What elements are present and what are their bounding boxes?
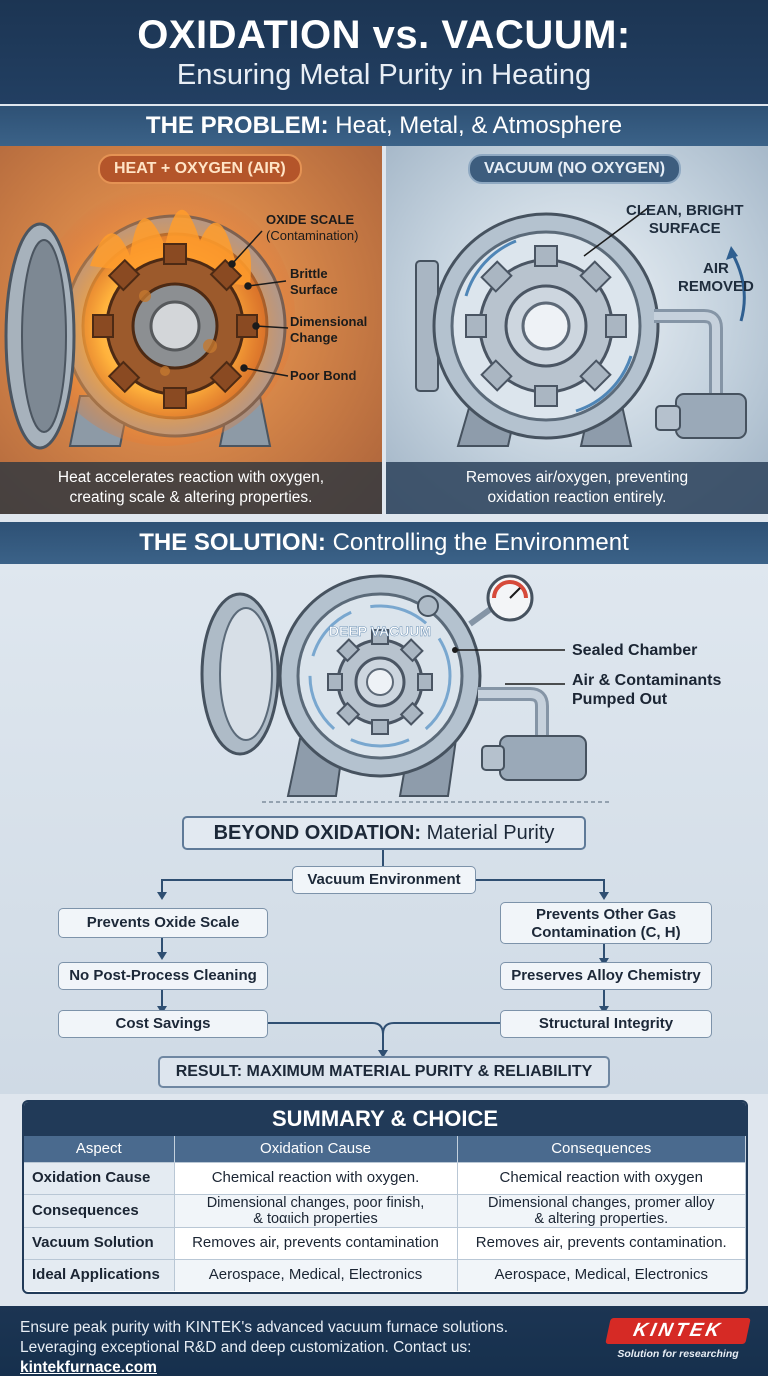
cost-savings-node: Cost Savings: [58, 1010, 268, 1038]
footer: Ensure peak purity with KINTEK's advance…: [0, 1306, 768, 1376]
result-node: RESULT: MAXIMUM MATERIAL PURITY & RELIAB…: [158, 1056, 610, 1088]
table-cell: Chemical reaction with oxygen: [457, 1161, 746, 1194]
table-cell: Oxidation Cause: [24, 1161, 175, 1194]
vacuum-caption: Removes air/oxygen, preventing oxidation…: [386, 462, 768, 514]
table-cell: Vacuum Solution: [24, 1226, 175, 1259]
website-link[interactable]: kintekfurnace.com: [20, 1359, 157, 1376]
sealed-chamber-label: Sealed Chamber: [572, 642, 698, 659]
no-cleaning-node: No Post-Process Cleaning: [58, 962, 268, 990]
preserves-alloy-node: Preserves Alloy Chemistry: [500, 962, 712, 990]
table-cell: Removes air, prevents contamination.: [457, 1226, 746, 1259]
airflow-arrow: [464, 239, 517, 297]
airflow-arrow: [575, 355, 633, 413]
table-row: Vacuum Solution Removes air, prevents co…: [24, 1226, 746, 1259]
solution-band-bold: THE SOLUTION:: [139, 529, 326, 556]
callout-line: [583, 207, 649, 257]
table-cell: Removes air, prevents contamination: [174, 1226, 458, 1259]
pump-pipe: [478, 687, 549, 736]
vacuum-environment-node: Vacuum Environment: [292, 866, 476, 894]
solution-illustration: DEEP VACUUM: [157, 574, 610, 1058]
chamber-gear-icon: [327, 629, 433, 735]
table-cell: Dimensional changes, poor finish, & toαι…: [174, 1193, 458, 1227]
table-cell: Chemical reaction with oxygen.: [174, 1161, 458, 1194]
table-cell: Aerospace, Medical, Electronics: [174, 1258, 458, 1291]
beyond-oxidation-title: BEYOND OXIDATION: Material Purity: [182, 816, 586, 850]
vacuum-swirl: [308, 604, 452, 748]
vacuum-pill: VACUUM (NO OXYGEN): [468, 154, 682, 184]
vacuum-panel: VACUUM (NO OXYGEN) CLEAN, BRIGHT SURFACE…: [386, 146, 768, 514]
brittle-surface-label: Brittle Surface: [290, 266, 338, 297]
table-cell: Ideal Applications: [24, 1258, 175, 1291]
table-cell: Consequences: [24, 1193, 175, 1227]
oxidation-panel: HEAT + OXYGEN (AIR) OXIDE SCALE(Contamin…: [0, 146, 382, 514]
header: OXIDATION vs. VACUUM: Ensuring Metal Pur…: [0, 0, 768, 104]
clean-gear-icon: [465, 245, 627, 407]
solution-band: THE SOLUTION: Controlling the Environmen…: [0, 522, 768, 564]
prevents-oxide-node: Prevents Oxide Scale: [58, 908, 268, 938]
logo-tagline: Solution for researching: [617, 1348, 739, 1360]
page-subtitle: Ensuring Metal Purity in Heating: [176, 59, 592, 91]
flow-connectors: [161, 850, 605, 1052]
problem-band: THE PROBLEM: Heat, Metal, & Atmosphere: [0, 106, 768, 146]
problem-band-bold: THE PROBLEM:: [145, 112, 329, 139]
vacuum-illustration: [415, 207, 747, 447]
col-header: Consequences: [457, 1136, 746, 1162]
structural-integrity-node: Structural Integrity: [500, 1010, 712, 1038]
oxide-scale-label: OXIDE SCALE(Contamination): [266, 212, 359, 243]
clean-surface-label: CLEAN, BRIGHT SURFACE: [626, 202, 744, 237]
solution-band-light: Controlling the Environment: [325, 529, 629, 556]
footer-text: Ensure peak purity with KINTEK's advance…: [20, 1319, 509, 1376]
heat-oxygen-pill: HEAT + OXYGEN (AIR): [98, 154, 302, 184]
page-title: OXIDATION vs. VACUUM:: [137, 13, 631, 57]
summary-table-card: SUMMARY & CHOICE Aspect Oxidation Cause …: [22, 1100, 748, 1294]
dimensional-change-label: Dimensional Change: [290, 314, 368, 345]
pumped-out-label: Air & Contaminants Pumped Out: [572, 672, 722, 708]
summary-title: SUMMARY & CHOICE: [24, 1102, 746, 1136]
vacuum-pump: [499, 735, 587, 781]
valve-icon: [417, 595, 439, 617]
oxidation-illustration: [4, 186, 295, 450]
air-removed-arrow: [729, 250, 746, 322]
prevents-gas-node: Prevents Other Gas Contamination (C, H): [500, 902, 712, 944]
table-cell: Dimensional changes, promer alloy & alte…: [457, 1193, 746, 1227]
table-cell: Aerospace, Medical, Electronics: [457, 1258, 746, 1291]
vacuum-pump: [675, 393, 747, 439]
kintek-logo: KINTEK: [605, 1318, 751, 1344]
air-removed-label: AIR REMOVED: [678, 260, 754, 295]
col-header: Aspect: [24, 1136, 175, 1162]
problem-band-light: Heat, Metal, & Atmosphere: [328, 112, 623, 139]
vacuum-pipe: [654, 309, 723, 396]
table-row: Oxidation Cause Chemical reaction with o…: [24, 1161, 746, 1194]
poor-bond-label: Poor Bond: [290, 368, 357, 383]
oxidation-caption: Heat accelerates reaction with oxygen, c…: [0, 462, 382, 514]
table-row: Consequences Dimensional changes, poor f…: [24, 1193, 746, 1227]
col-header: Oxidation Cause: [174, 1136, 458, 1162]
summary-table: Aspect Oxidation Cause Consequences Oxid…: [24, 1136, 746, 1291]
deep-vacuum-text: DEEP VACUUM: [329, 623, 431, 639]
rusted-gear-icon: [92, 243, 258, 409]
callout-lines: [228, 230, 289, 377]
solution-area: DEEP VACUUM Sealed Chamber Air & Contami…: [0, 564, 768, 1094]
table-row: Ideal Applications Aerospace, Medical, E…: [24, 1258, 746, 1291]
